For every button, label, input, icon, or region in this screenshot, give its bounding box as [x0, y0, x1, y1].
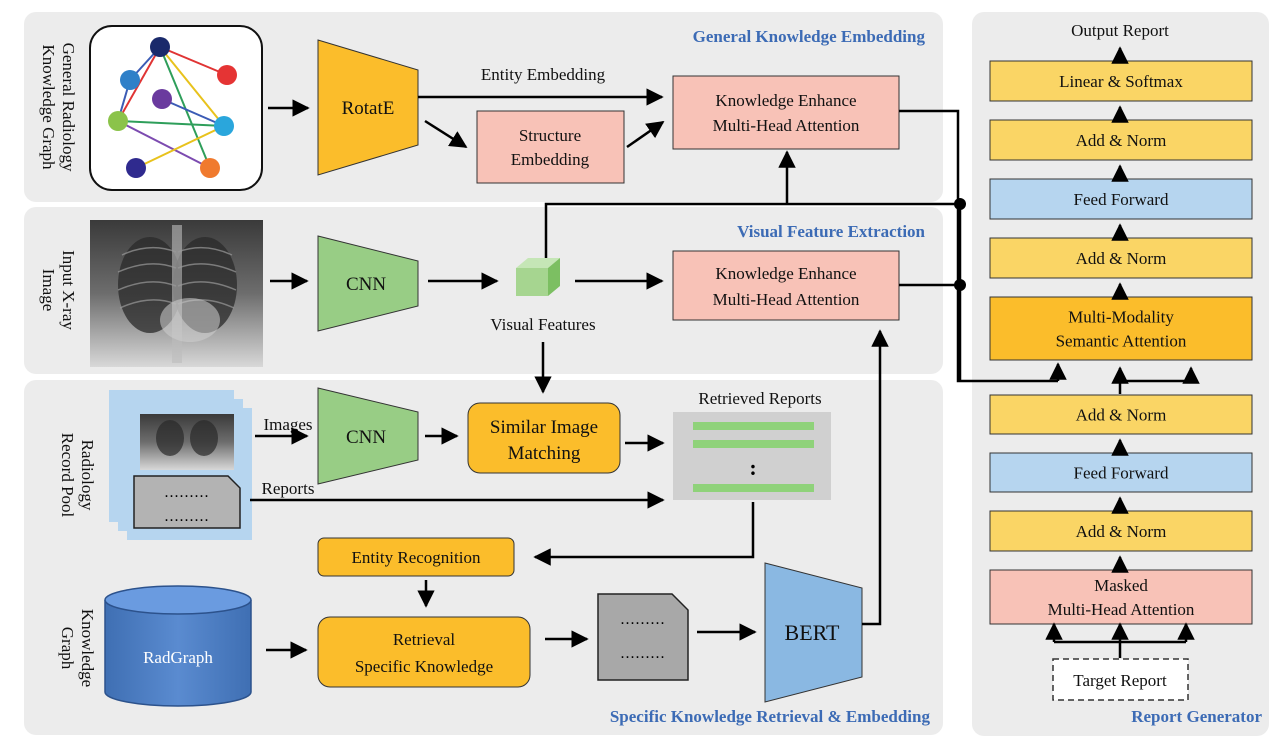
cnn-visual-label: CNN	[346, 274, 386, 295]
pool-report-dots-1: .........	[165, 484, 210, 501]
retrieved-ellipsis: :	[749, 455, 756, 480]
doc-dots-2: .........	[621, 645, 666, 662]
rotate-label: RotatE	[342, 98, 395, 119]
side-label-xray-line1: Input X-ray	[59, 250, 78, 330]
section-title-general: General Knowledge Embedding	[693, 27, 926, 46]
feed-forward-2-block	[989, 178, 1253, 220]
rotate-encoder: RotatE	[317, 39, 419, 176]
retrieval-line2: Specific Knowledge	[355, 657, 493, 676]
side-label-kg-line2: Graph	[58, 627, 77, 670]
specific-knowledge-document: ......... .........	[597, 593, 689, 681]
cnn-retrieval-label: CNN	[346, 427, 386, 448]
entity-recognition-box: Entity Recognition	[317, 537, 515, 577]
visual-features-label: Visual Features	[490, 315, 595, 334]
masked-attention-block-label-2: Multi-Head Attention	[1048, 600, 1195, 619]
feed-forward-2-block-label-1: Feed Forward	[1074, 190, 1169, 209]
attention-visual-line2: Multi-Head Attention	[713, 290, 860, 309]
side-label-pool-line1: Radiology	[78, 440, 97, 511]
linear-softmax-block	[989, 60, 1253, 102]
similar-image-matching-box: Similar Image Matching	[467, 402, 621, 474]
cnn-retrieval-encoder: CNN	[317, 387, 419, 485]
radiology-record-pool: ......... .........	[109, 390, 252, 540]
side-label-kg-line1: Knowledge	[78, 609, 97, 687]
structure-embedding-line2: Embedding	[511, 150, 590, 169]
entity-embedding-label: Entity Embedding	[481, 65, 606, 84]
add-norm-1b-block-label-1: Add & Norm	[1076, 406, 1167, 425]
side-label-graph-line2: Knowledge Graph	[39, 44, 58, 170]
doc-dots-1: .........	[621, 611, 666, 628]
retrieval-specific-knowledge-box: Retrieval Specific Knowledge	[317, 616, 531, 688]
reports-label: Reports	[262, 479, 315, 498]
radgraph-cylinder: RadGraph	[104, 585, 252, 707]
target-report-box: Target Report	[1052, 658, 1189, 701]
structure-embedding-line1: Structure	[519, 126, 581, 145]
cnn-visual-encoder: CNN	[317, 235, 419, 332]
multi-modality-attention-block-label-1: Multi-Modality	[1068, 308, 1174, 327]
side-label-graph-line1: General Radiology	[59, 43, 78, 172]
side-label-xray-line2: Image	[39, 269, 58, 311]
add-norm-1a-block	[989, 510, 1253, 552]
xray-image	[90, 220, 263, 367]
matching-line1: Similar Image	[490, 417, 598, 438]
masked-attention-block-label-1: Masked	[1094, 576, 1148, 595]
feed-forward-1-block-label-1: Feed Forward	[1074, 464, 1169, 483]
side-label-kg: Knowledge Graph	[58, 609, 97, 687]
entity-recognition-label: Entity Recognition	[352, 548, 481, 567]
retrieval-line1: Retrieval	[393, 630, 456, 649]
retrieved-reports-label: Retrieved Reports	[698, 389, 821, 408]
attention-general-line1: Knowledge Enhance	[715, 91, 856, 110]
section-title-visual: Visual Feature Extraction	[737, 222, 925, 241]
section-title-report: Report Generator	[1131, 707, 1262, 726]
add-norm-1a-block-label-1: Add & Norm	[1076, 522, 1167, 541]
attention-general-line2: Multi-Head Attention	[713, 116, 860, 135]
knowledge-graph-illustration	[89, 25, 263, 191]
side-label-pool: Radiology Record Pool	[58, 433, 97, 518]
matching-line2: Matching	[508, 443, 581, 464]
multi-modality-attention-block-label-2: Semantic Attention	[1056, 332, 1187, 351]
bert-label: BERT	[785, 620, 840, 645]
radgraph-label: RadGraph	[143, 648, 213, 667]
pool-report-dots-2: .........	[165, 508, 210, 525]
bert-encoder: BERT	[764, 562, 863, 703]
feed-forward-1-block	[989, 452, 1253, 493]
attention-visual-line1: Knowledge Enhance	[715, 264, 856, 283]
output-report-label: Output Report	[1071, 21, 1169, 40]
side-label-pool-line2: Record Pool	[58, 433, 77, 518]
knowledge-attention-visual: Knowledge Enhance Multi-Head Attention	[672, 250, 900, 321]
multi-modality-attention-block	[989, 296, 1253, 361]
retrieved-reports-box: :	[673, 412, 831, 500]
images-label: Images	[263, 415, 312, 434]
side-label-graph: General Radiology Knowledge Graph	[39, 43, 78, 172]
add-norm-2-block	[989, 237, 1253, 279]
side-label-xray: Input X-ray Image	[39, 250, 78, 330]
target-report-label: Target Report	[1073, 671, 1167, 690]
structure-embedding-box: Structure Embedding	[476, 110, 625, 184]
linear-softmax-block-label-1: Linear & Softmax	[1059, 72, 1183, 91]
knowledge-attention-general: Knowledge Enhance Multi-Head Attention	[672, 75, 900, 150]
add-norm-3-block-label-1: Add & Norm	[1076, 131, 1167, 150]
section-title-specific: Specific Knowledge Retrieval & Embedding	[610, 707, 931, 726]
visual-feature-cube	[516, 258, 560, 296]
add-norm-1b-block	[989, 394, 1253, 435]
add-norm-2-block-label-1: Add & Norm	[1076, 249, 1167, 268]
